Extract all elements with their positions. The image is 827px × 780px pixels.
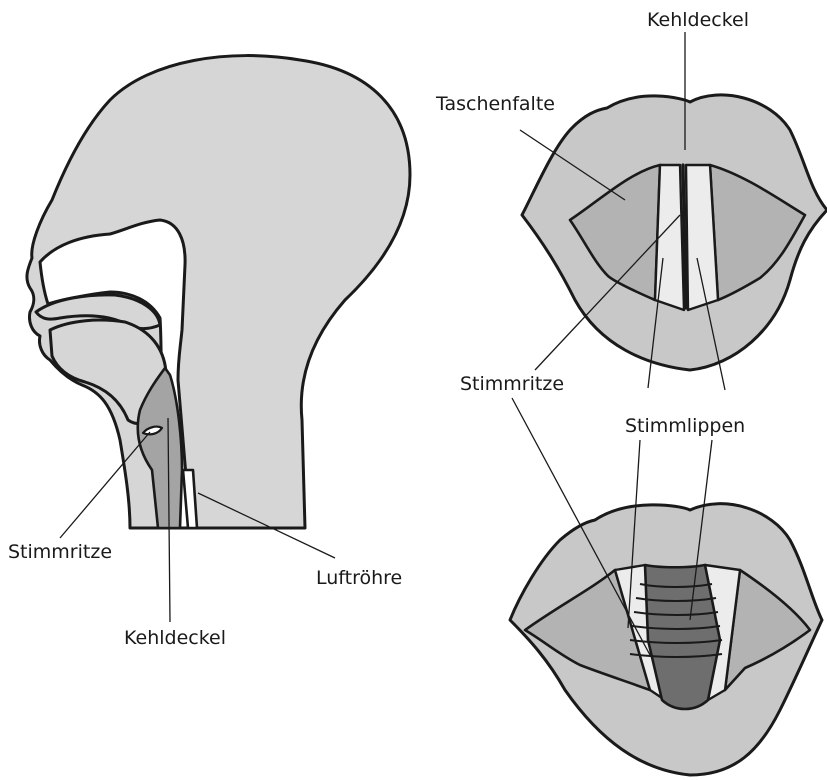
label-kehldeckel-left: Kehldeckel	[124, 627, 226, 649]
label-taschenfalte: Taschenfalte	[435, 93, 555, 115]
label-stimmlippen: Stimmlippen	[625, 415, 745, 437]
label-kehldeckel-right: Kehldeckel	[647, 9, 749, 31]
sagittal-head-section	[27, 56, 410, 622]
larynx-top-view-respiration	[510, 398, 822, 775]
label-luftroehre: Luftröhre	[316, 567, 402, 589]
label-stimmritze-right: Stimmritze	[460, 373, 564, 395]
label-stimmritze-left: Stimmritze	[8, 541, 112, 563]
larynx-top-view-phonation	[520, 32, 827, 390]
